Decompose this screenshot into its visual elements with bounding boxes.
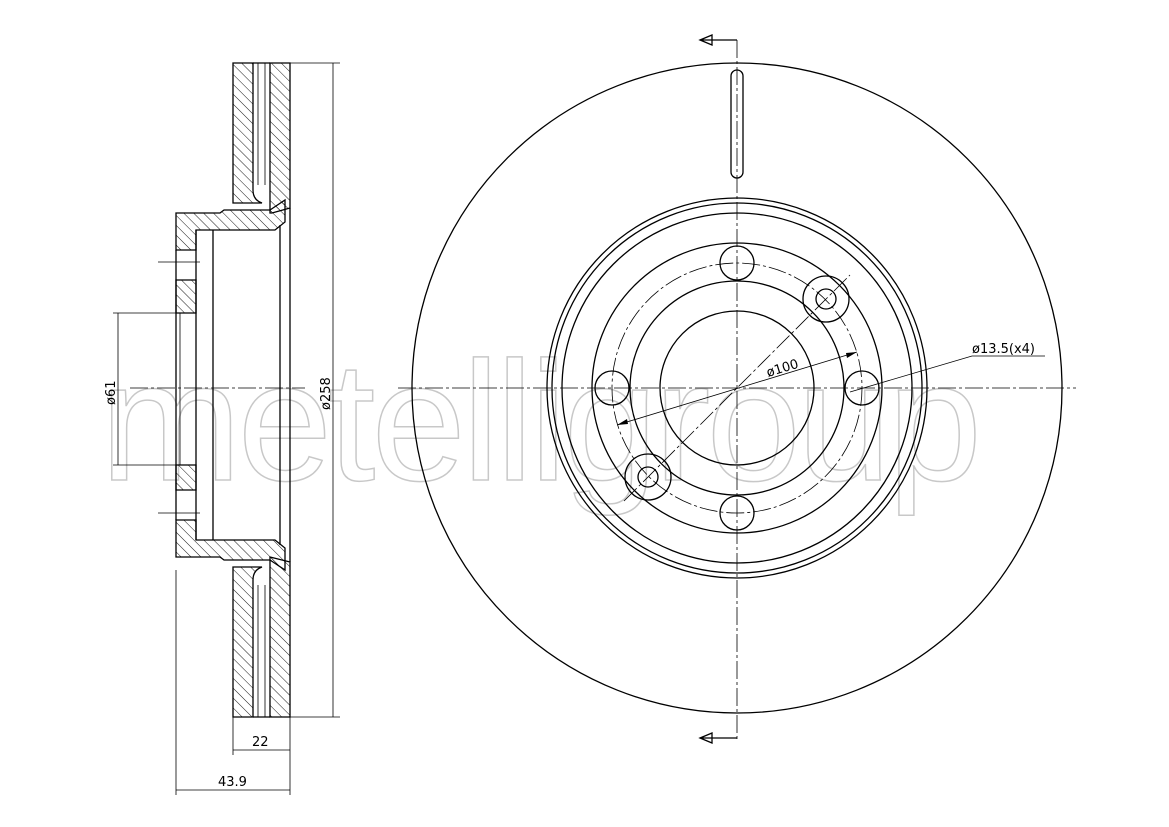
thickness-label: 22 [252,735,269,750]
hub-flange-bottom [175,464,197,491]
inner-plate-top [269,62,291,214]
outer-diameter-label: ø258 [319,377,334,410]
front-view: ø100 ø13.5(x4) [398,34,1076,744]
hub-flange-top [175,279,197,314]
hat-top [175,198,286,251]
side-section-view: ø258 ø61 22 43.9 [104,62,340,795]
bolt-hole-label: ø13.5(x4) [972,342,1035,357]
height-label: 43.9 [218,775,247,790]
outer-plate-top [232,62,263,204]
inner-plate-bottom [269,556,291,718]
center-bore-label: ø61 [104,381,119,406]
hat-bottom [175,519,286,572]
outer-plate-bottom [232,566,263,718]
